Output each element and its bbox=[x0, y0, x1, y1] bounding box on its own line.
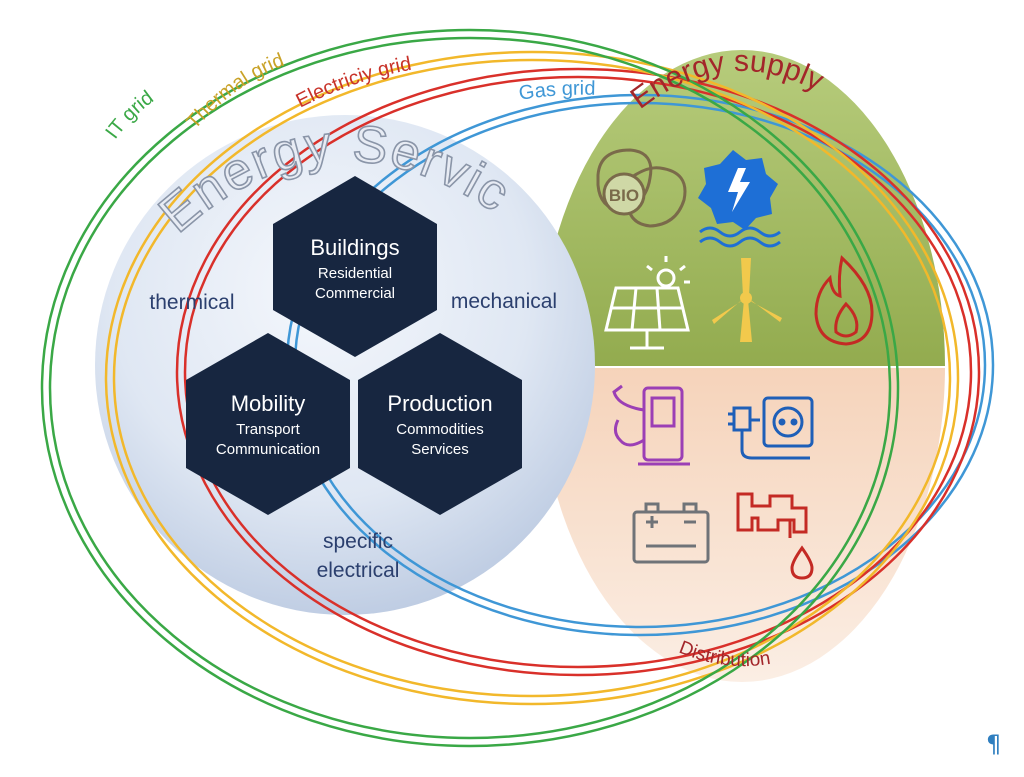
mobility-line1: Transport bbox=[236, 421, 300, 438]
distribution-area bbox=[540, 367, 945, 682]
electrical-label: electrical bbox=[317, 559, 400, 582]
hexagon-production: Production Commodities Services bbox=[358, 333, 522, 515]
production-line1: Commodities bbox=[396, 421, 484, 438]
battery-icon bbox=[632, 502, 710, 564]
production-title: Production bbox=[387, 391, 492, 416]
thermical-label: thermical bbox=[149, 291, 234, 314]
buildings-title: Buildings bbox=[310, 235, 399, 260]
buildings-line1: Residential bbox=[318, 265, 392, 282]
specific-label: specific bbox=[323, 530, 393, 553]
thermal-grid-ring bbox=[104, 50, 960, 706]
production-line2: Services bbox=[411, 441, 469, 458]
bio-leaf-icon: BIO bbox=[596, 148, 687, 228]
mobility-line2: Communication bbox=[216, 441, 320, 458]
flame-icon bbox=[814, 255, 874, 346]
power-socket-icon bbox=[728, 396, 814, 460]
it-grid-ring bbox=[40, 28, 900, 748]
electricity-grid-ring bbox=[175, 67, 981, 677]
pilcrow-mark: ¶ bbox=[986, 730, 1002, 758]
hexagon-buildings: Buildings Residential Commercial bbox=[273, 176, 437, 357]
wind-turbine-icon bbox=[712, 258, 782, 342]
mobility-title: Mobility bbox=[231, 391, 306, 416]
it-grid-label: IT grid bbox=[101, 87, 157, 143]
gas-grid-label: Gas grid bbox=[517, 78, 595, 105]
bio-badge-text: BIO bbox=[609, 186, 639, 205]
hexagon-mobility: Mobility Transport Communication bbox=[186, 333, 350, 515]
buildings-line2: Commercial bbox=[315, 285, 395, 302]
solar-panel-icon bbox=[604, 256, 690, 350]
fuel-pump-icon bbox=[612, 384, 690, 466]
mechanical-label: mechanical bbox=[451, 290, 557, 313]
water-pipe-icon bbox=[736, 492, 814, 580]
hydro-power-icon bbox=[698, 150, 781, 248]
